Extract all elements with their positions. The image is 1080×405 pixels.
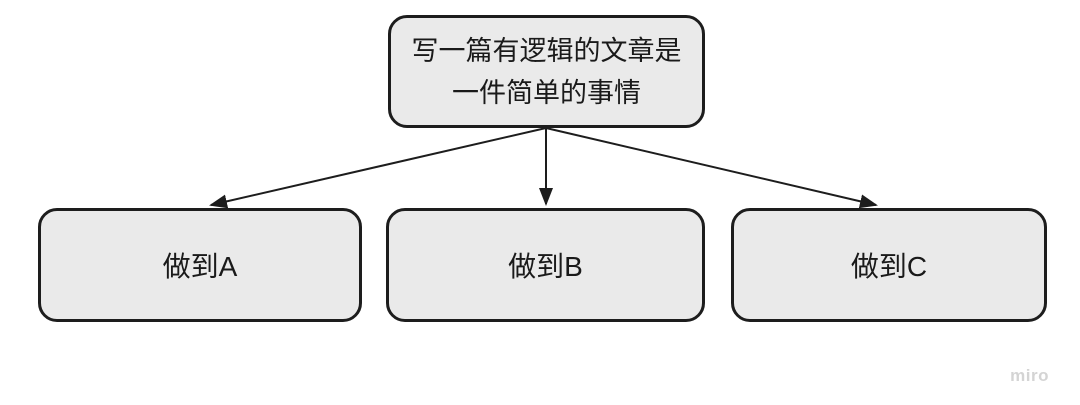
child-node-c: 做到C [731,208,1047,322]
root-node-label: 写一篇有逻辑的文章是 一件简单的事情 [412,30,682,114]
child-node-a-label: 做到A [162,251,238,282]
root-node: 写一篇有逻辑的文章是 一件简单的事情 [388,15,705,128]
child-node-b: 做到B [386,208,705,322]
root-node-label-line-1: 写一篇有逻辑的文章是 [411,35,682,66]
child-node-a: 做到A [38,208,362,322]
root-node-label-line-2: 一件简单的事情 [452,77,641,108]
arrow-root-to-box-a [209,127,547,209]
child-node-b-label: 做到B [508,251,583,282]
child-node-c-label: 做到C [850,251,928,282]
arrow-root-to-box-c [545,127,878,209]
miro-watermark: miro [1010,366,1049,385]
